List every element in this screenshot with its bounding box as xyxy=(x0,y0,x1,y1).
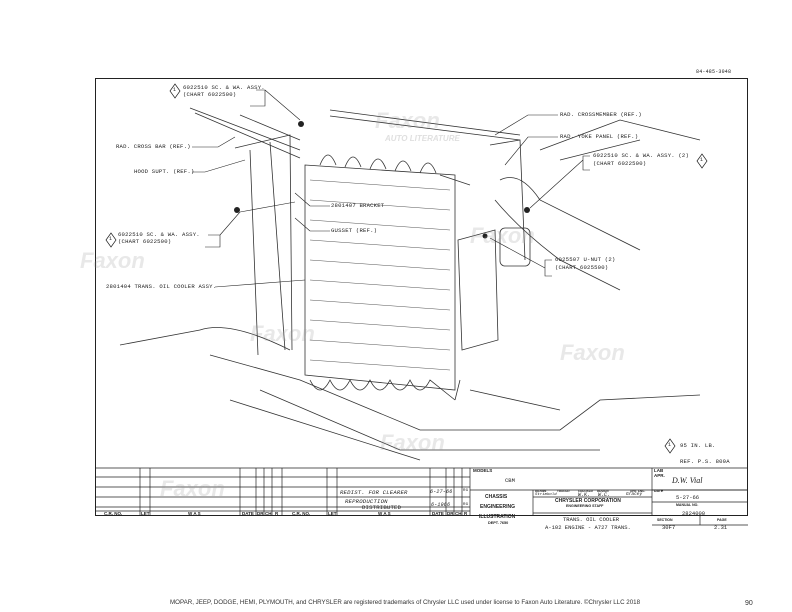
callout-left-asm-1: 6022510 SC. & WA. ASSY. xyxy=(118,231,200,238)
design-label: DESIGN xyxy=(597,488,609,493)
callout-top-left-asm-2: (CHART 6022500) xyxy=(183,91,237,98)
callout-gusset: GUSSET (REF.) xyxy=(331,227,378,234)
rev-header: CH xyxy=(265,510,272,516)
rev-header: DR xyxy=(257,510,264,516)
callout-oil-cooler: 2801404 TRANS. OIL COOLER ASSY. xyxy=(106,283,217,290)
manual-label: MANUAL NO. xyxy=(676,502,699,507)
models-label: MODELS xyxy=(473,468,493,473)
rev-header: DATE xyxy=(432,510,444,516)
badge: 1 xyxy=(173,87,177,93)
doc-number: 84-485-3048 xyxy=(696,69,732,75)
models-value: CBM xyxy=(505,477,515,484)
drawing-frame xyxy=(95,78,748,516)
callout-left-asm-2: (CHART 6022500) xyxy=(118,238,172,245)
section-value: 30F7 xyxy=(662,524,676,531)
callout-rad-crossmember: RAD. CROSSMEMBER (REF.) xyxy=(560,111,642,118)
watermark: Faxon xyxy=(160,476,225,501)
rev-entry: DISTRIBUTED xyxy=(362,504,402,511)
rev-header: C.R. NO. xyxy=(292,510,311,516)
callout-right-asm-2: (CHART 6022500) xyxy=(593,160,647,167)
watermark: Faxon xyxy=(250,321,315,346)
watermark: Faxon xyxy=(560,340,625,365)
date-label: DATE xyxy=(654,489,664,493)
drawn-value: Strimbold xyxy=(535,493,557,497)
callout-hood-supt: HOOD SUPT. (REF.) xyxy=(134,168,195,175)
page-number: 90 xyxy=(745,600,753,607)
watermark: Faxon xyxy=(470,223,535,248)
rev-header: W A S xyxy=(188,510,201,516)
rev-date: 6-27-66 xyxy=(430,489,453,495)
rev-header: LET xyxy=(141,510,150,516)
rev-header: R xyxy=(275,510,279,516)
watermark: Faxon xyxy=(380,430,445,455)
drawing-subtitle: A-102 ENGINE - A727 TRANS. xyxy=(545,524,631,531)
drawn-label: DRAWN xyxy=(535,488,547,493)
lab-apr-label: LAB APR. xyxy=(654,468,665,478)
dept-line: ENGINEERING xyxy=(480,504,516,510)
badge: 1 xyxy=(668,442,672,448)
rev-header: W A S xyxy=(378,510,391,516)
rev-header: DATE xyxy=(242,510,254,516)
callout-rad-yoke: RAD. YOKE PANEL (REF.) xyxy=(560,133,639,140)
watermark: Faxon xyxy=(80,248,145,273)
rev-entry: REDIST. FOR CLEARER xyxy=(340,489,408,496)
manual-no: 2824000 xyxy=(682,510,706,517)
dept-line: CHASSIS xyxy=(485,494,508,500)
rev-init: RG xyxy=(463,489,469,493)
date-value: 5-27-66 xyxy=(676,493,700,501)
traced-label: TRACED xyxy=(557,488,570,493)
lab-apr-signature: D.W. Vial xyxy=(672,476,703,485)
page-label: PAGE xyxy=(717,518,727,522)
dept-no: DEPT. 7650 xyxy=(488,521,509,525)
section-label: SECTION xyxy=(657,518,673,522)
drawing-title: TRANS. OIL COOLER xyxy=(563,516,620,523)
apr-value: Gracey xyxy=(626,492,643,497)
rev-header: LET xyxy=(328,510,337,516)
rev-header: DR xyxy=(447,510,454,516)
staff: ENGINEERING STAFF xyxy=(566,503,604,508)
footer-trademark: MOPAR, JEEP, DODGE, HEMI, PLYMOUTH, and … xyxy=(170,599,641,606)
ref-ps: REF. P.S. 809A xyxy=(680,458,730,465)
design-value: W.C. xyxy=(598,492,611,498)
torque-spec: 95 IN. LB. xyxy=(680,442,716,449)
callout-top-left-asm-1: 6022510 SC. & WA. ASSY. xyxy=(183,84,265,91)
badge: 1 xyxy=(700,157,704,163)
rev-init: RG xyxy=(463,503,469,507)
callout-right-asm-1: 6022510 SC. & WA. ASSY. (2) xyxy=(593,152,690,159)
watermark-sub: AUTO LITERATURE xyxy=(385,134,460,143)
callout-unut-1: 6025507 U-NUT (2) xyxy=(555,256,616,263)
checked-label: CHECKED xyxy=(578,488,593,493)
watermark: Faxon xyxy=(375,108,440,133)
rev-header: R xyxy=(464,510,468,516)
callout-unut-2: (CHART 6025500) xyxy=(555,264,609,271)
rev-header: CH xyxy=(455,510,462,516)
page-value: 2.31 xyxy=(714,524,728,531)
callout-rad-cross-bar: RAD. CROSS BAR (REF.) xyxy=(116,143,191,150)
callout-bracket: 2801407 BRACKET xyxy=(331,202,385,209)
rev-date: 6-1966 xyxy=(431,502,451,508)
rev-header: C.R. NO. xyxy=(104,510,123,516)
apr-label: APR. ENG. xyxy=(630,488,646,493)
checked-value: W.K. xyxy=(578,492,591,498)
company: CHRYSLER CORPORATION xyxy=(555,497,621,504)
dept-line: ILLUSTRATION xyxy=(479,514,516,520)
rev-entry: REPRODUCTION xyxy=(345,497,388,505)
badge: 1 xyxy=(109,236,113,242)
